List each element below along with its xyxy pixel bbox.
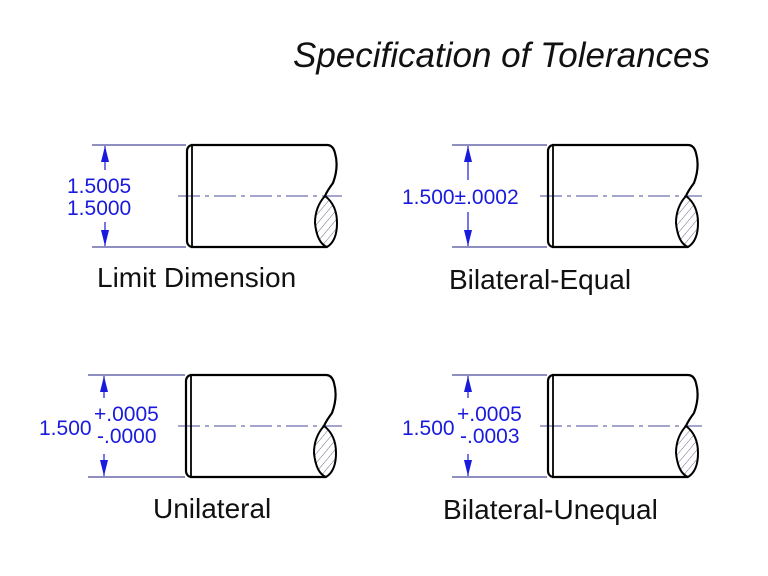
caption-unilateral: Unilateral [153, 493, 272, 524]
arrow-down-icon [101, 230, 109, 246]
bilateral-unequal-plus-tol: +.0005 [457, 403, 522, 426]
unilateral-minus-tol: -.0000 [97, 425, 157, 448]
arrow-up-icon [100, 376, 108, 392]
arrow-down-icon [464, 460, 472, 476]
page-title: Specification of Tolerances [292, 36, 710, 75]
caption-limit-dimension: Limit Dimension [97, 262, 297, 293]
bilateral-unequal-basic: 1.500 [402, 417, 455, 440]
bilateral-unequal-minus-tol: -.0003 [460, 425, 520, 448]
limit-lower-value: 1.5000 [67, 197, 131, 220]
unilateral-plus-tol: +.0005 [94, 403, 159, 426]
panel-bilateral-equal: 1.500±.0002 [402, 143, 702, 249]
unilateral-basic: 1.500 [39, 417, 92, 440]
bilateral-equal-value: 1.500±.0002 [402, 186, 519, 209]
arrow-up-icon [101, 146, 109, 162]
arrow-up-icon [464, 146, 472, 162]
arrow-down-icon [100, 460, 108, 476]
arrow-down-icon [464, 230, 472, 246]
caption-bilateral-equal: Bilateral-Equal [449, 264, 632, 295]
limit-upper-value: 1.5005 [67, 175, 131, 198]
caption-bilateral-unequal: Bilateral-Unequal [443, 494, 658, 525]
panel-unilateral: 1.500 +.0005 -.0000 [39, 373, 342, 479]
arrow-up-icon [464, 376, 472, 392]
panel-limit-dimension: 1.5005 1.5000 [67, 143, 342, 249]
panel-bilateral-unequal: 1.500 +.0005 -.0003 [402, 373, 702, 479]
